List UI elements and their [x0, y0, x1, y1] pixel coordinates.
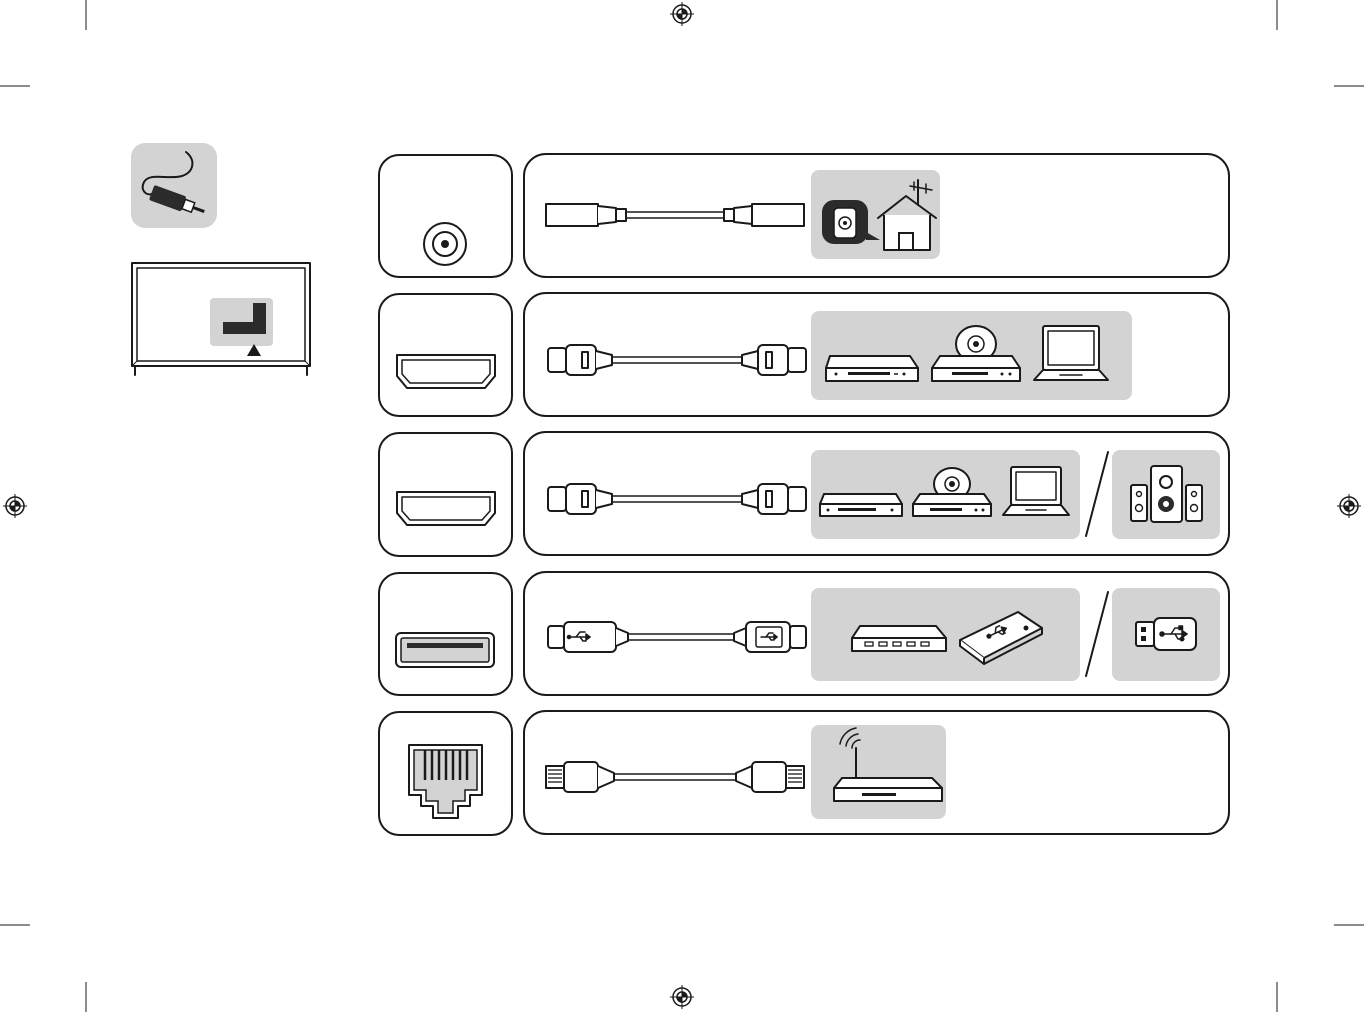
hdmi-port	[397, 355, 495, 388]
set-top-box-icon	[826, 356, 918, 381]
set-top-box-icon	[820, 494, 902, 516]
divider-slash	[1086, 452, 1108, 536]
hdmi-arc-port	[397, 492, 495, 525]
coaxial-antenna-port	[424, 223, 466, 265]
coaxial-cable	[546, 204, 804, 226]
laptop-icon	[1003, 467, 1069, 515]
row-hdmi-arc	[379, 432, 1229, 556]
hdmi-cable	[548, 345, 806, 375]
usb-cable	[548, 622, 806, 652]
usb-port	[396, 633, 494, 667]
laptop-icon	[1034, 326, 1108, 380]
usb-flash-drive-icon	[1136, 618, 1196, 650]
divider-slash	[1086, 592, 1108, 676]
lan-port	[409, 745, 482, 818]
row-hdmi	[379, 293, 1229, 416]
row-lan	[379, 711, 1229, 835]
registration-mark-right	[1337, 494, 1361, 518]
lan-cable	[546, 762, 804, 792]
hub-icon	[852, 626, 946, 651]
row-usb	[379, 572, 1229, 695]
registration-mark-top	[670, 2, 694, 26]
registration-mark-bottom	[670, 985, 694, 1009]
registration-mark-left	[3, 494, 27, 518]
tv-back-ports-icon	[132, 263, 310, 375]
row-antenna	[379, 154, 1229, 277]
cable-plug-icon	[131, 143, 217, 228]
hdmi-cable	[548, 484, 806, 514]
